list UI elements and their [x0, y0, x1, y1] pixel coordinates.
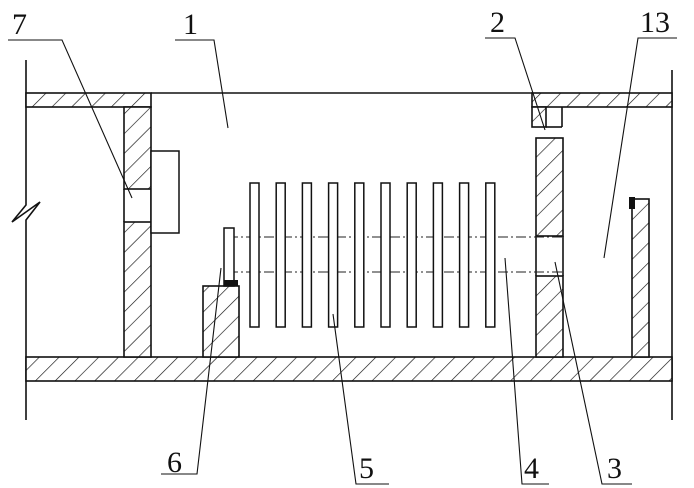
plate	[406, 182, 417, 328]
mixer-post	[223, 227, 235, 287]
right-partition-upper	[535, 137, 564, 237]
plate	[380, 182, 391, 328]
chamber-wall	[631, 198, 650, 358]
left-partition-upper	[123, 106, 152, 190]
plate	[432, 182, 444, 328]
top-slab-right	[531, 92, 673, 108]
plate	[275, 182, 286, 328]
leader-lines	[8, 37, 677, 485]
left-break-line	[11, 60, 41, 420]
left-partition-lower	[123, 221, 152, 358]
label-5: 5	[359, 452, 374, 485]
right-partition-lower	[535, 275, 564, 358]
plate	[354, 182, 365, 328]
plate-array	[249, 182, 496, 328]
label-1: 1	[183, 8, 198, 41]
plate	[327, 182, 339, 328]
plate	[301, 182, 313, 328]
plate	[249, 182, 260, 328]
label-7: 7	[12, 8, 27, 41]
support-block	[202, 285, 240, 358]
bottom-slab	[25, 356, 673, 382]
label-6: 6	[167, 446, 182, 479]
label-3: 3	[607, 452, 622, 485]
label-4: 4	[524, 452, 539, 485]
plate	[458, 182, 470, 328]
plate	[485, 182, 496, 328]
label-2: 2	[490, 6, 505, 39]
label-13: 13	[640, 6, 670, 39]
mixer-post-base	[224, 280, 238, 286]
chamber-wall-cap	[629, 197, 635, 209]
inlet-box	[150, 150, 180, 234]
